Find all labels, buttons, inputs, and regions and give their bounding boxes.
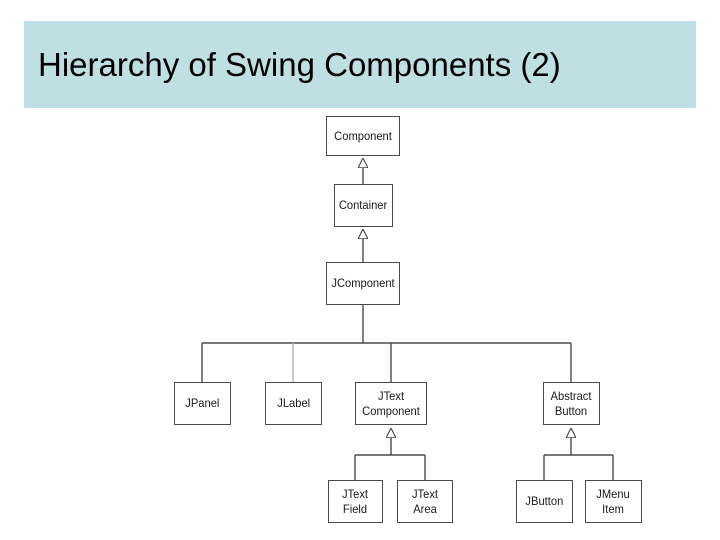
class-label-component: Component xyxy=(334,128,392,143)
class-label-jcomponent: JComponent xyxy=(331,276,395,291)
class-box-jcomponent[interactable]: JComponent xyxy=(326,262,400,305)
class-box-jtextarea[interactable]: JText Area xyxy=(397,480,453,523)
class-label-jmenuitem: JMenu Item xyxy=(596,487,631,516)
class-box-component[interactable]: Component xyxy=(326,116,400,156)
class-label-jtextarea: JText Area xyxy=(411,487,439,516)
class-label-jlabel: JLabel xyxy=(277,396,310,411)
class-label-jbutton: JButton xyxy=(525,494,564,509)
class-label-jpanel: JPanel xyxy=(185,396,220,411)
class-box-jmenuitem[interactable]: JMenu Item xyxy=(585,480,642,523)
class-box-jlabel[interactable]: JLabel xyxy=(265,382,322,425)
class-box-abstractbutton[interactable]: Abstract Button xyxy=(543,382,600,425)
slide-title-banner: Hierarchy of Swing Components (2) xyxy=(24,21,696,108)
class-box-jbutton[interactable]: JButton xyxy=(516,480,573,523)
class-label-jtextfield: JText Field xyxy=(342,487,369,516)
class-box-jtextfield[interactable]: JText Field xyxy=(328,480,383,523)
class-box-container[interactable]: Container xyxy=(334,184,393,227)
class-label-abstractbutton: Abstract Button xyxy=(551,389,592,418)
class-label-container: Container xyxy=(339,198,388,213)
class-box-jpanel[interactable]: JPanel xyxy=(174,382,231,425)
class-label-jtextcomponent: JText Component xyxy=(362,389,420,418)
page-title: Hierarchy of Swing Components (2) xyxy=(38,45,561,83)
class-box-jtextcomponent[interactable]: JText Component xyxy=(355,382,427,425)
